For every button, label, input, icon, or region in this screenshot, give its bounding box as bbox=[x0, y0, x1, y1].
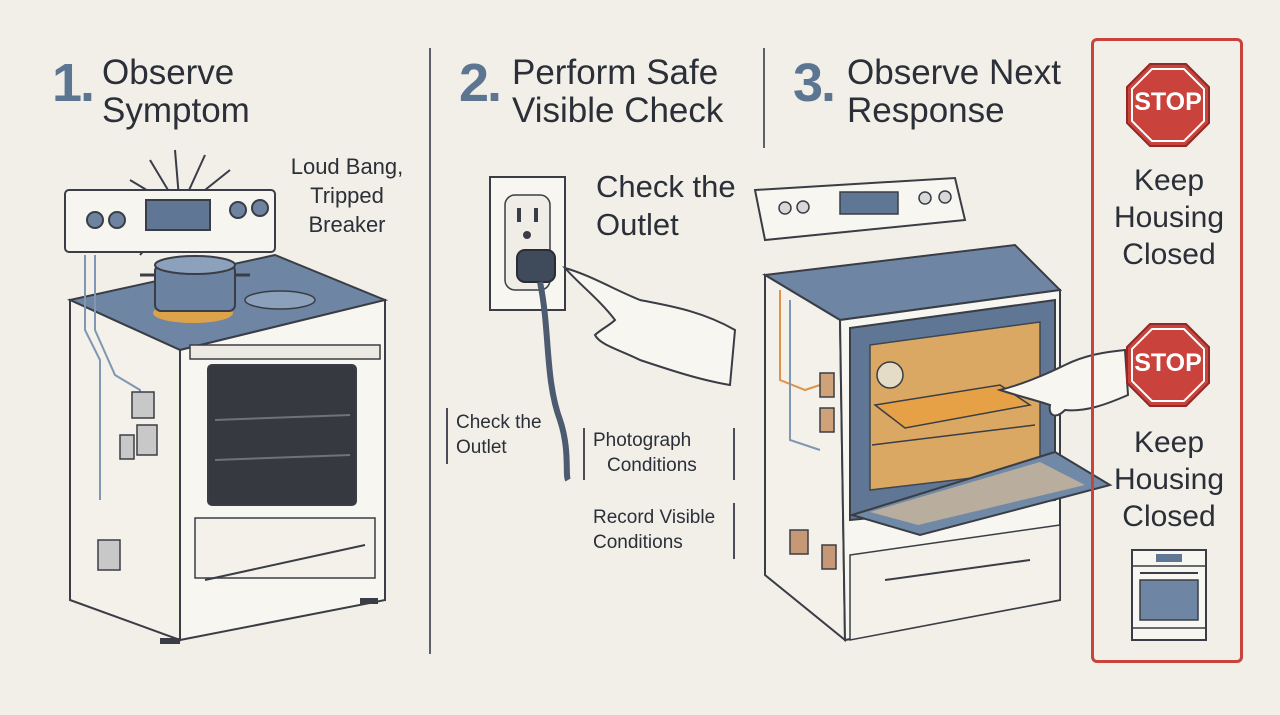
step-3-title-line1: Observe Next bbox=[847, 53, 1061, 92]
stop-sign-text-1: STOP bbox=[1134, 88, 1202, 116]
photograph-line1: Photograph bbox=[593, 430, 692, 451]
check-outlet-label: Check the Outlet bbox=[596, 168, 736, 244]
warning-1-line1: Keep bbox=[1133, 164, 1205, 197]
warning-1-line2: Housing bbox=[1113, 201, 1225, 234]
step-2-title-line2: Visible Check bbox=[512, 91, 724, 130]
step-2-number: 2. bbox=[459, 53, 502, 113]
stop-sign-icon-2 bbox=[1126, 323, 1210, 407]
warning-2: Keep Housing Closed bbox=[1093, 424, 1245, 535]
check-outlet-line1: Check the bbox=[596, 169, 736, 204]
symptom-label: Loud Bang, Tripped Breaker bbox=[282, 152, 412, 239]
warning-2-line2: Housing bbox=[1113, 463, 1225, 496]
photograph-label: Photograph Conditions bbox=[593, 428, 697, 478]
tick-record bbox=[733, 503, 735, 559]
step-3-title-line2: Response bbox=[847, 91, 1005, 130]
symptom-line3: Breaker bbox=[308, 212, 386, 237]
step-1-title-line1: Observe bbox=[102, 53, 235, 92]
small-check-line1: Check the bbox=[456, 412, 542, 433]
check-outlet-line2: Outlet bbox=[596, 207, 679, 242]
tick-check bbox=[446, 408, 448, 464]
photograph-line2: Conditions bbox=[607, 455, 697, 476]
step-1-title-line2: Symptom bbox=[102, 91, 250, 130]
divider-1 bbox=[429, 48, 431, 654]
record-label: Record Visible Conditions bbox=[593, 505, 715, 555]
warning-2-line1: Keep bbox=[1133, 426, 1205, 459]
divider-2 bbox=[763, 48, 765, 148]
step-2-title-line1: Perform Safe bbox=[512, 53, 719, 92]
stop-panel bbox=[1091, 38, 1243, 663]
warning-1-line3: Closed bbox=[1122, 238, 1216, 271]
small-check-line2: Outlet bbox=[456, 437, 507, 458]
symptom-line2: Tripped bbox=[310, 183, 384, 208]
stop-sign-text-2: STOP bbox=[1134, 349, 1202, 377]
warning-2-line3: Closed bbox=[1122, 500, 1216, 533]
small-check-outlet-label: Check the Outlet bbox=[456, 410, 542, 460]
warning-1: Keep Housing Closed bbox=[1093, 162, 1245, 273]
step-1-number: 1. bbox=[52, 53, 95, 113]
mini-oven-icon bbox=[1131, 549, 1207, 641]
tick-photo-right bbox=[733, 428, 735, 480]
record-line1: Record Visible bbox=[593, 507, 716, 528]
record-line2: Conditions bbox=[593, 532, 683, 553]
stop-sign-icon bbox=[1126, 63, 1210, 147]
step-3-number: 3. bbox=[793, 53, 836, 113]
tick-photo-left bbox=[583, 428, 585, 480]
symptom-line1: Loud Bang, bbox=[290, 154, 404, 179]
